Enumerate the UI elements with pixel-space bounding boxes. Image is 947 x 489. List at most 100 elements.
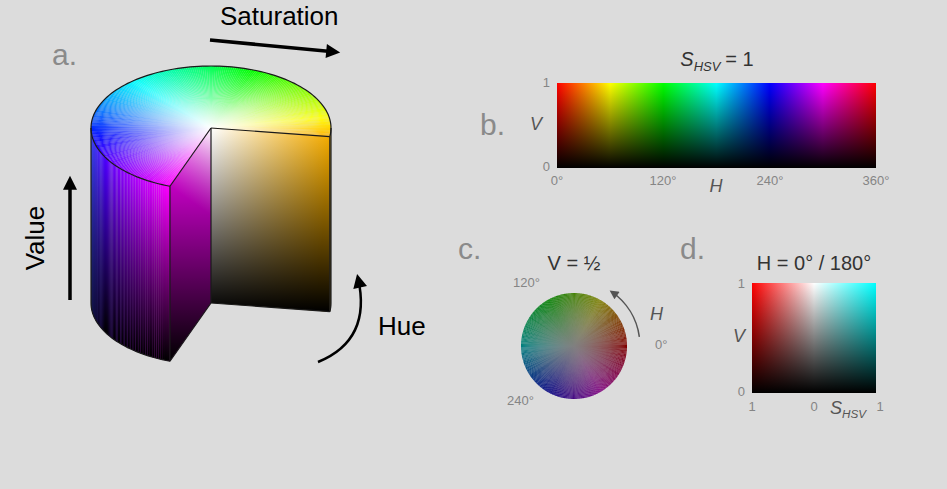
side-strip	[105, 157, 106, 333]
side-shade	[166, 185, 168, 360]
tick-label: 120°	[650, 173, 677, 188]
side-strip	[102, 154, 104, 330]
axis-label: H	[650, 304, 663, 324]
tick-label: 0°	[551, 173, 563, 188]
side-strip	[155, 183, 157, 359]
side-shade	[106, 158, 107, 334]
side-shade	[108, 160, 109, 336]
side-shade	[122, 169, 123, 345]
side-strip	[111, 163, 112, 339]
side-strip	[147, 181, 149, 357]
tick-label: 1	[543, 76, 550, 91]
panel-title: V = ½	[548, 252, 601, 274]
side-strip	[129, 173, 131, 349]
side-strip	[144, 179, 146, 355]
tick-label: 360°	[863, 173, 890, 188]
side-strip	[164, 185, 166, 360]
cylinder-outline	[210, 128, 211, 303]
panel-title: S	[680, 48, 693, 70]
side-shade	[109, 161, 110, 337]
cylinder-outline	[330, 128, 331, 303]
side-strip	[132, 175, 134, 351]
side-shade	[153, 182, 155, 358]
side-shade	[118, 167, 119, 343]
panel-title: H = 0° / 180°	[757, 252, 871, 274]
axis-label: V	[530, 114, 542, 135]
axis-label: H	[710, 176, 723, 197]
axis-label: H	[710, 176, 723, 196]
side-shade	[126, 172, 128, 348]
panel-title: H = 0° / 180°	[757, 252, 871, 275]
side-shade	[160, 184, 162, 359]
hue-direction-arrow	[612, 292, 640, 337]
side-strip	[104, 156, 105, 332]
side-shade	[128, 173, 130, 349]
side-shade	[142, 179, 144, 355]
side-shade	[155, 183, 157, 359]
side-shade	[147, 181, 149, 357]
side-strip	[142, 179, 144, 355]
value-shade	[557, 83, 876, 168]
side-strip	[160, 184, 162, 359]
tick-label: 1	[876, 399, 883, 414]
side-shade	[104, 156, 105, 332]
side-shade	[114, 164, 115, 340]
cylinder-outline	[330, 303, 331, 312]
side-shade	[105, 157, 106, 333]
side-strip	[119, 168, 120, 344]
tick-label: 0	[543, 159, 550, 174]
side-strip	[158, 184, 160, 359]
tick-label: 240°	[507, 393, 534, 408]
panel-letter: b.	[480, 108, 505, 143]
cylinder-outline	[91, 303, 170, 361]
panel-title: SHSV= 1	[680, 48, 753, 74]
side-strip	[149, 181, 151, 357]
side-shade	[129, 173, 131, 349]
axis-name: Saturation	[220, 1, 339, 31]
side-strip	[126, 172, 128, 348]
cylinder-outline	[90, 128, 91, 303]
side-shade	[164, 185, 166, 360]
side-shade	[139, 177, 141, 353]
hue-value-plane	[557, 83, 876, 168]
cut-face	[211, 128, 330, 312]
side-shade	[131, 174, 133, 350]
side-strip	[113, 164, 114, 340]
side-shade	[111, 163, 112, 339]
side-strip	[125, 171, 127, 347]
side-shade	[107, 159, 108, 335]
tick-label: 0	[543, 160, 550, 175]
side-shade	[134, 175, 136, 351]
side-strip	[110, 162, 111, 338]
panel-letter: c.	[458, 232, 481, 267]
disk-saturation	[521, 293, 627, 399]
side-strip	[139, 177, 141, 353]
side-shade	[162, 185, 164, 360]
tick-label: 360°	[863, 174, 890, 189]
axis-name: Hue	[378, 312, 426, 342]
axis-name: Hue	[378, 311, 426, 341]
tick-label: 0°	[655, 337, 667, 352]
side-shade	[110, 162, 111, 338]
saturation-arrow	[210, 40, 336, 52]
panel-title: HSV	[694, 59, 721, 74]
side-strip	[131, 174, 133, 350]
cylinder-outline	[169, 186, 170, 361]
side-shade	[123, 170, 125, 346]
panel-letter: b.	[480, 108, 505, 141]
tick-label: 240°	[507, 394, 534, 409]
panel-letter: a.	[52, 38, 77, 73]
side-strip	[107, 159, 108, 335]
side-strip	[108, 160, 109, 336]
side-shade	[146, 180, 148, 356]
cylinder-outline	[170, 303, 211, 361]
saturation-value-plane	[752, 283, 876, 393]
tick-label: 120°	[650, 174, 677, 189]
axis-label: S	[830, 398, 842, 418]
side-shade	[158, 184, 160, 359]
hue-arrow	[318, 278, 361, 362]
tick-label: 0°	[551, 174, 563, 189]
tick-label: 0	[810, 400, 817, 415]
side-shade	[135, 176, 137, 352]
